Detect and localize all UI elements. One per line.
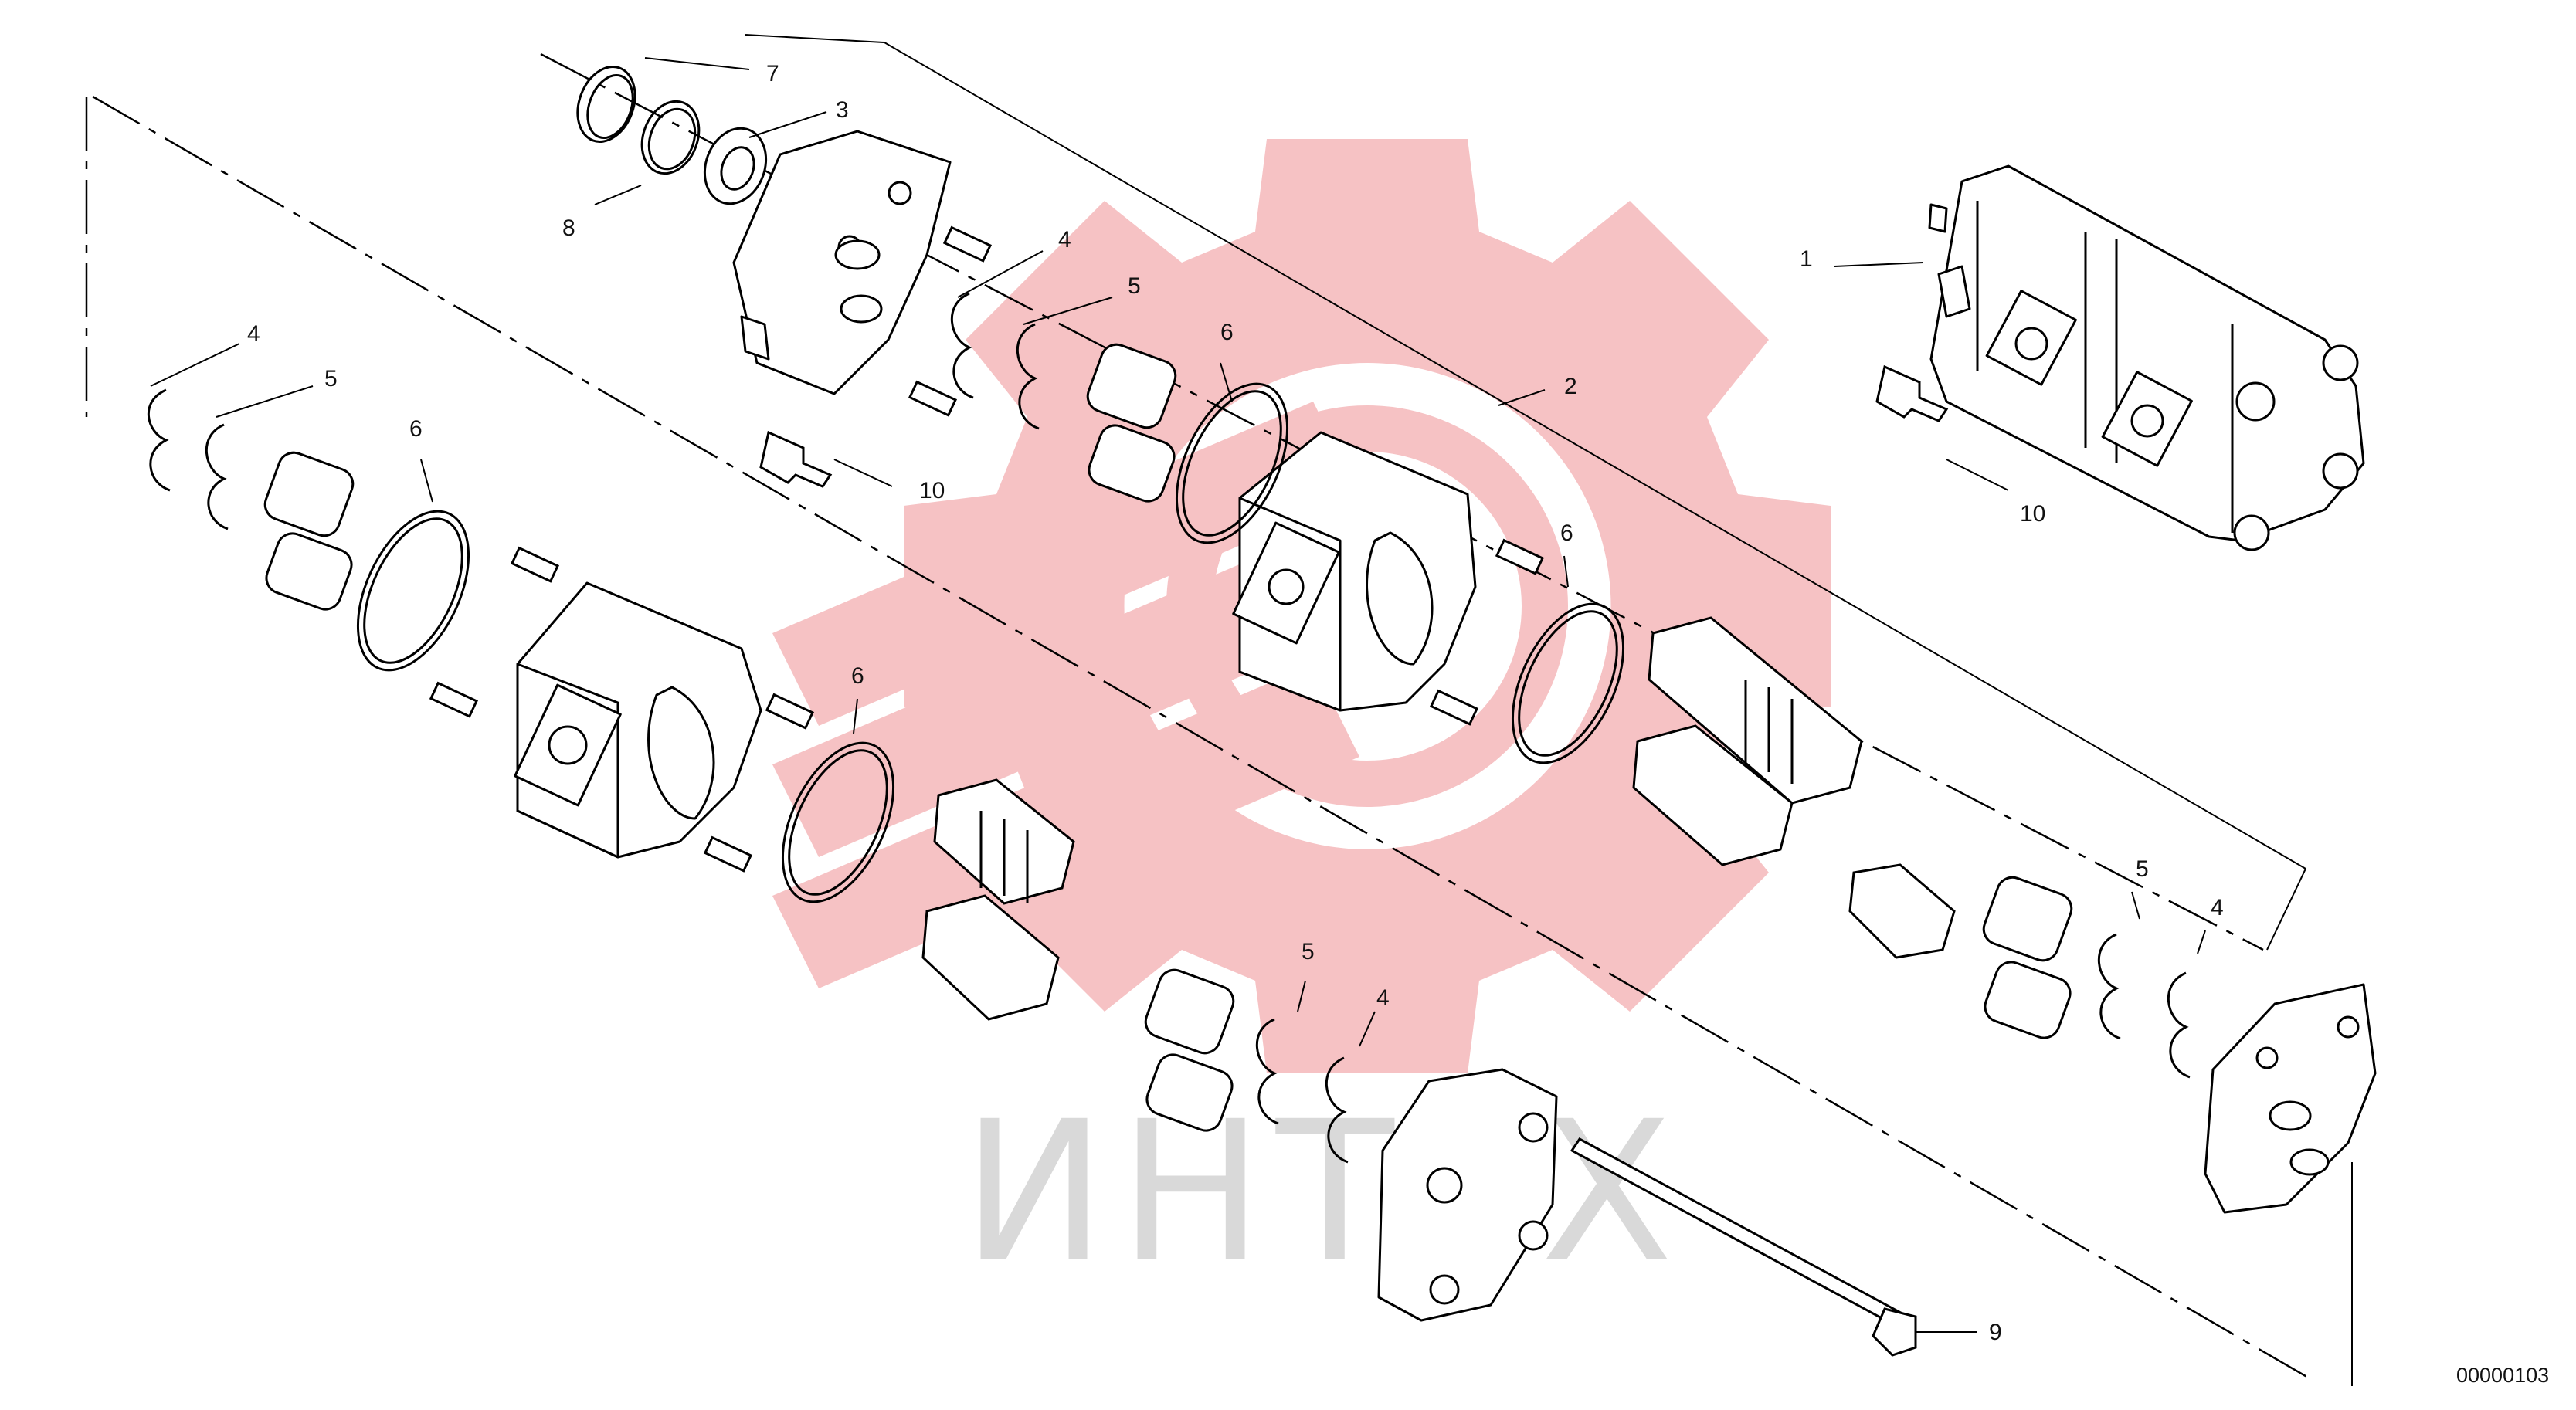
callout-10-b: 10 — [2020, 501, 2045, 527]
callout-2: 2 — [1564, 374, 1577, 399]
circlip-part-8 — [640, 100, 701, 175]
dowel-pins-drawing — [429, 225, 1545, 873]
callout-6-c: 6 — [851, 663, 864, 689]
callout-5-a: 5 — [324, 366, 338, 391]
callout-5-c: 5 — [1302, 939, 1315, 964]
callout-6-d: 6 — [1560, 520, 1573, 546]
leader-lines — [150, 57, 2206, 1333]
watermark-text: ИНТЕХ — [962, 1080, 1685, 1304]
bolts-drawing — [759, 364, 1949, 1357]
assembled-pump-drawing — [1928, 164, 2365, 551]
middle-gear-housing-drawing — [1232, 431, 1477, 712]
o-rings-drawing — [356, 382, 1625, 903]
callout-9: 9 — [1989, 1320, 2002, 1345]
callout-4-b: 4 — [1058, 227, 1071, 253]
retaining-clips-drawing — [147, 292, 2191, 1164]
callout-4-d: 4 — [2211, 895, 2224, 920]
ring-part-7 — [576, 66, 636, 143]
bearing-blocks-drawing — [263, 343, 2073, 1132]
callout-4-a: 4 — [247, 321, 260, 347]
end-covers-drawing — [1377, 983, 2377, 1322]
rear-end-plate — [2204, 983, 2377, 1214]
seal-part-3 — [703, 127, 768, 205]
callout-6-a: 6 — [409, 416, 423, 442]
rear-cover-drawing — [732, 130, 952, 395]
document-id: 00000103 — [2456, 1364, 2549, 1387]
seal-rings-drawing — [576, 66, 768, 205]
callout-5-d: 5 — [2136, 856, 2149, 882]
callout-6-b: 6 — [1220, 320, 1234, 345]
callout-4-c: 4 — [1376, 985, 1390, 1011]
front-gear-housing-drawing — [514, 581, 762, 859]
assembly-guide-lines — [745, 34, 2353, 1386]
callout-3: 3 — [836, 97, 849, 123]
callout-7: 7 — [766, 61, 779, 86]
axis-line-front — [92, 95, 2310, 1380]
callout-1: 1 — [1800, 246, 1813, 272]
gear-shafts-drawing — [921, 616, 1956, 1021]
callout-10-a: 10 — [919, 478, 945, 503]
callout-labels: 1 2 3 4 4 4 4 5 5 5 5 6 6 6 6 7 8 9 10 1… — [247, 61, 2224, 1345]
front-cover-plate — [1377, 1068, 1558, 1322]
callout-8: 8 — [562, 215, 575, 241]
callout-5-b: 5 — [1128, 273, 1141, 299]
